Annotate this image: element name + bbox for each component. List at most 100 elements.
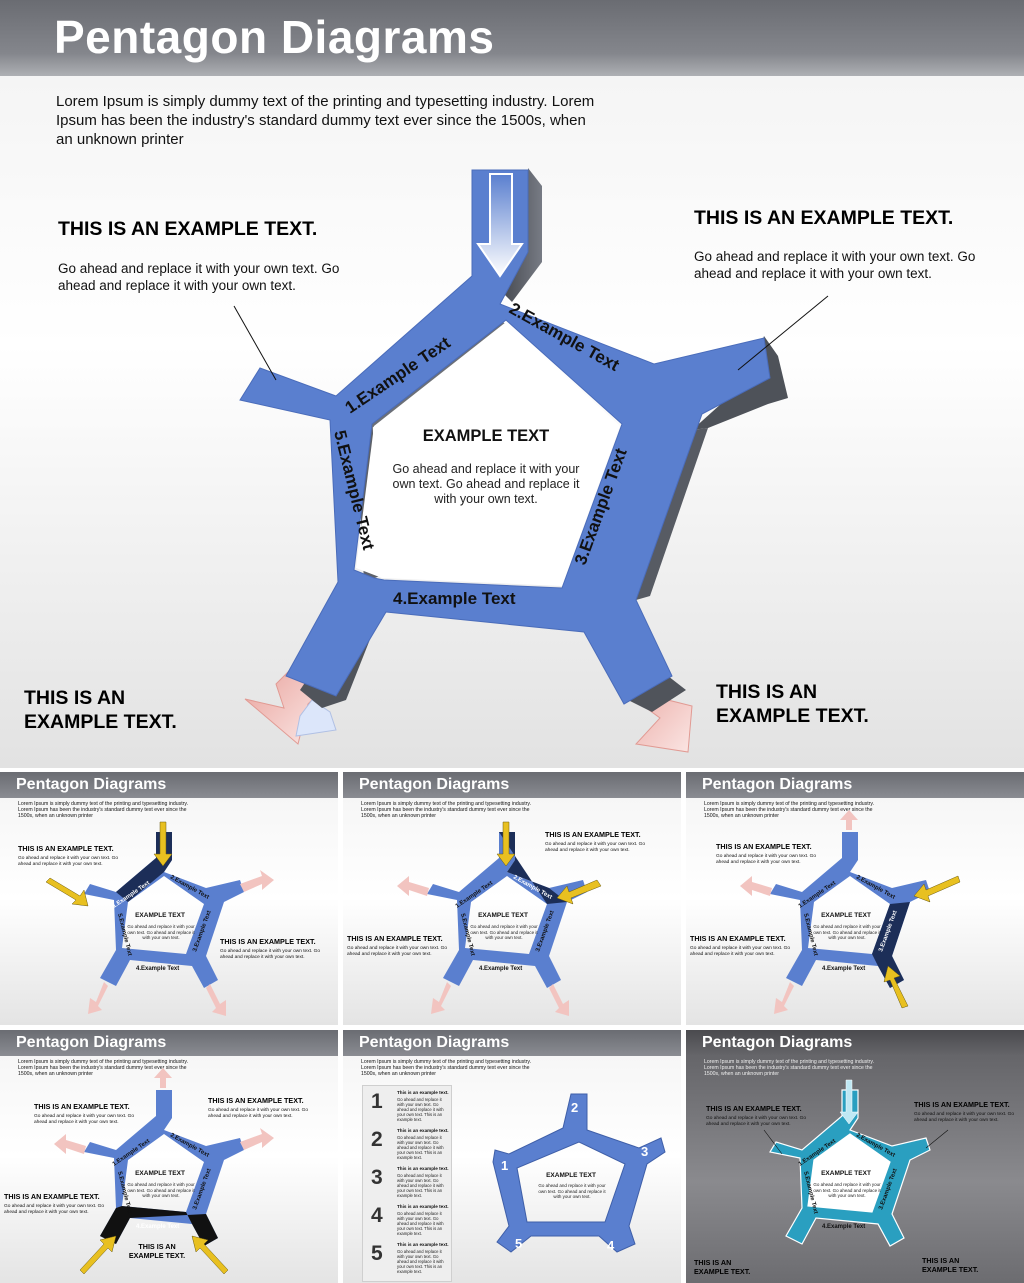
pentagon-diagram: 1.Example Text 2.Example Text 3.Example … — [233, 168, 829, 753]
thumbnail-center-heading: EXAMPLE TEXT — [135, 912, 185, 919]
thumbnail-body-2: Go ahead and replace it with your own te… — [208, 1108, 308, 1119]
thumbnail-center-body: Go ahead and replace it with your own te… — [813, 1182, 881, 1198]
thumbnail-heading: THIS IS AN EXAMPLE TEXT. — [18, 844, 114, 853]
thumbnail-intro: Lorem Ipsum is simply dummy text of the … — [361, 801, 532, 820]
thumbnail-intro: Lorem Ipsum is simply dummy text of the … — [361, 1059, 532, 1078]
thumbnail-title: Pentagon Diagrams — [16, 1034, 167, 1051]
thumbnail-center-body: Go ahead and replace it with your own te… — [127, 1182, 195, 1198]
thumbnail-segment-4: 4.Example Text — [822, 1224, 865, 1230]
thumbnail-title-bar: Pentagon Diagrams — [686, 772, 1024, 798]
thumbnail-number-2: 2 — [571, 1100, 578, 1115]
list-body: Go ahead and replace it with your own te… — [397, 1211, 444, 1236]
callout-body-top-right: Go ahead and replace it with your own te… — [694, 249, 976, 281]
thumbnail-title-bar: Pentagon Diagrams — [0, 1030, 338, 1056]
thumbnail-heading-2: THIS IS AN EXAMPLE TEXT. — [208, 1096, 304, 1105]
thumbnail-out-arrow-3 — [774, 982, 794, 1014]
thumbnail-center-heading: EXAMPLE TEXT — [135, 1170, 185, 1177]
thumbnail-out-arrow — [840, 810, 858, 830]
thumbnail-heading: THIS IS AN EXAMPLE TEXT. — [545, 830, 641, 839]
thumbnail-inner-window — [808, 1134, 890, 1212]
thumbnail-highlight — [116, 832, 172, 902]
thumbnail-title-bar: Pentagon Diagrams — [686, 1030, 1024, 1056]
list-body: Go ahead and replace it with your own te… — [397, 1249, 444, 1274]
list-title: This is an example text. — [397, 1090, 449, 1095]
thumbnail-pentagon-body — [427, 832, 587, 988]
thumbnail-number-4: 4 — [607, 1238, 615, 1253]
thumbnail-2[interactable]: Pentagon Diagrams Lorem Ipsum is simply … — [343, 772, 681, 1025]
thumbnail-body: Go ahead and replace it with your own te… — [716, 854, 816, 865]
thumbnail-heading-3: THIS IS AN EXAMPLE TEXT. — [4, 1192, 100, 1201]
thumbnail-heading-2: THIS IS AN EXAMPLE TEXT. — [690, 934, 786, 943]
thumbnail-heading: THIS IS AN EXAMPLE TEXT. — [34, 1102, 130, 1111]
list-item: 3 This is an example text. Go ahead and re… — [363, 1164, 451, 1200]
depth-face-top-arm — [500, 168, 542, 302]
thumbnail-heading: THIS IS AN EXAMPLE TEXT. — [716, 842, 812, 851]
thumbnail-pentagon-body — [84, 832, 244, 988]
thumbnail-number-1: 1 — [501, 1158, 508, 1173]
thumbnail-4[interactable]: Pentagon Diagrams Lorem Ipsum is simply … — [0, 1030, 338, 1283]
thumbnail-out-arrow-2 — [740, 876, 772, 896]
thumbnail-1[interactable]: Pentagon Diagrams Lorem Ipsum is simply … — [0, 772, 338, 1025]
list-number: 1 — [371, 1090, 383, 1113]
page-title: Pentagon Diagrams — [54, 11, 495, 63]
out-arrow-blue-small — [295, 699, 337, 737]
pentagon-body — [239, 169, 771, 705]
thumbnail-heading-2: THIS IS AN EXAMPLE TEXT. — [914, 1100, 1010, 1109]
thumbnail-title: Pentagon Diagrams — [702, 1034, 853, 1051]
thumbnail-in-arrow-2 — [45, 877, 89, 907]
list-title: This is an example text. — [397, 1204, 449, 1209]
list-item: 4 This is an example text. Go ahead and re… — [363, 1202, 451, 1238]
thumbnail-heading-2: THIS IS AN EXAMPLE TEXT. — [220, 937, 316, 946]
in-arrow-down — [476, 173, 524, 278]
thumbnail-heading-bottom: THIS IS AN EXAMPLE TEXT. — [128, 1242, 186, 1260]
main-slide: Pentagon Diagrams Lorem Ipsum is simply … — [0, 0, 1024, 768]
thumbnail-center-body: Go ahead and replace it with your own te… — [813, 924, 881, 940]
list-number: 5 — [371, 1242, 383, 1265]
thumbnail-intro: Lorem Ipsum is simply dummy text of the … — [18, 801, 189, 820]
thumbnail-in-arrow — [839, 1079, 859, 1125]
thumbnail-leader-line — [763, 1129, 783, 1155]
thumbnail-out-arrow-3 — [88, 982, 108, 1014]
list-number: 3 — [371, 1166, 383, 1189]
thumbnail-in-arrow — [913, 875, 961, 903]
thumbnail-center-body: Go ahead and replace it with your own te… — [470, 924, 538, 940]
pentagon-inner-window — [356, 322, 620, 586]
thumbnail-pentagon: 1.Example Text 2.Example Text 3.Example … — [54, 1068, 274, 1275]
thumbnail-title: Pentagon Diagrams — [16, 776, 167, 793]
thumbnail-title: Pentagon Diagrams — [702, 776, 853, 793]
thumbnail-in-arrow — [153, 821, 173, 867]
thumbnail-body: Go ahead and replace it with your own te… — [706, 1116, 806, 1127]
thumbnail-heading-2: THIS IS AN EXAMPLE TEXT. — [347, 934, 443, 943]
list-title: This is an example text. — [397, 1128, 449, 1133]
thumbnail-6[interactable]: Pentagon Diagrams Lorem Ipsum is simply … — [686, 1030, 1024, 1283]
title-bar: Pentagon Diagrams — [0, 0, 1024, 76]
separator — [0, 768, 1024, 772]
thumbnail-body-2: Go ahead and replace it with your own te… — [914, 1112, 1014, 1123]
callout-heading-top-right: THIS IS AN EXAMPLE TEXT. — [694, 207, 954, 229]
list-body: Go ahead and replace it with your own te… — [397, 1135, 444, 1160]
list-body: Go ahead and replace it with your own te… — [397, 1173, 444, 1198]
thumbnail-out-arrow — [397, 876, 429, 896]
list-title: This is an example text. — [397, 1166, 449, 1171]
thumbnail-heading: THIS IS AN EXAMPLE TEXT. — [706, 1104, 802, 1113]
thumbnail-out-arrow-2 — [206, 984, 226, 1016]
thumbnail-pentagon: 1.Example Text 2.Example Text 3.Example … — [45, 821, 274, 1016]
thumbnail-out-arrow — [240, 870, 274, 892]
thumbnail-highlight — [100, 1206, 218, 1246]
list-number: 4 — [371, 1204, 383, 1227]
thumbnail-in-arrow-2 — [191, 1235, 229, 1275]
center-heading: EXAMPLE TEXT — [422, 427, 550, 445]
thumbnail-3[interactable]: Pentagon Diagrams Lorem Ipsum is simply … — [686, 772, 1024, 1025]
thumbnail-center-body: Go ahead and replace it with your own te… — [538, 1183, 606, 1199]
thumbnail-out-arrow — [240, 1128, 274, 1150]
thumbnail-pentagon: 1 2 3 4 5 — [492, 1093, 666, 1253]
callout-heading-top-left: THIS IS AN EXAMPLE TEXT. — [58, 218, 318, 240]
thumbnail-out-arrow-2 — [549, 984, 569, 1016]
thumbnail-in-arrow — [79, 1235, 117, 1275]
thumbnail-pentagon: 1.Example Text 2.Example Text 3.Example … — [397, 821, 602, 1016]
thumbnail-intro: Lorem Ipsum is simply dummy text of the … — [704, 1059, 875, 1078]
callout-heading-bottom-right: THIS IS AN EXAMPLE TEXT. — [716, 681, 869, 727]
thumbnail-body: Go ahead and replace it with your own te… — [34, 1114, 134, 1125]
thumbnail-pentagon: 1.Example Text 2.Example Text 3.Example … — [740, 810, 961, 1014]
